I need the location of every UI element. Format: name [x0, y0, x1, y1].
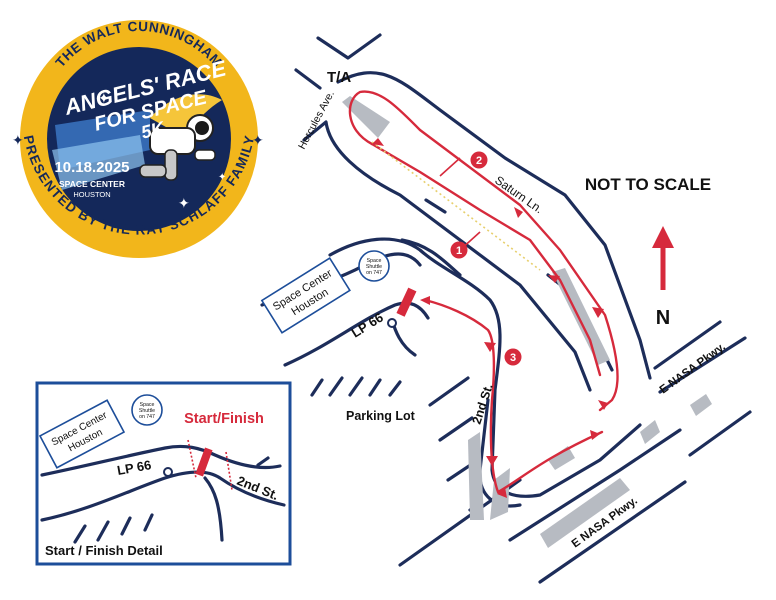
arrow-icon	[514, 207, 523, 218]
mile-markers: 1 2 3	[450, 151, 522, 366]
north-label: N	[656, 307, 670, 329]
logo-date: 10.18.2025	[54, 159, 129, 176]
turnaround-label: T/A	[327, 69, 351, 86]
wing-shape	[150, 94, 222, 135]
star-icon: ✦	[178, 195, 190, 211]
diamond-icon: ✦	[12, 132, 24, 148]
parking-lot-label: Parking Lot	[346, 409, 416, 423]
svg-text:on 747: on 747	[366, 270, 382, 276]
mile-marker-2	[470, 151, 488, 169]
space-center-box: Space Center Houston	[260, 257, 351, 334]
mile-marker-1	[450, 241, 468, 259]
arrow-icon	[420, 296, 430, 305]
arrow-icon	[590, 430, 600, 440]
diamond-icon: ✦	[252, 132, 264, 148]
event-logo: ✦ ✦ ✦ ✦ ✦ THE WALT CUNNINGHAM PRESENTED …	[12, 19, 264, 258]
arrow-icon	[484, 342, 496, 352]
arrow-icon	[548, 275, 560, 283]
inset-start-finish-label: Start/Finish	[184, 411, 264, 427]
street-hercules: Hercules Ave.	[296, 89, 337, 152]
logo-venue-1: SPACE CENTER	[59, 179, 125, 189]
svg-text:Shuttle: Shuttle	[139, 408, 155, 414]
svg-text:Space: Space	[367, 258, 382, 264]
roundabout-icon	[163, 467, 173, 477]
street-lp66: LP 66	[349, 310, 386, 341]
star-icon: ✦	[218, 172, 226, 183]
north-arrow-icon	[652, 226, 674, 290]
logo-venue-2: HOUSTON	[73, 190, 110, 199]
svg-text:3: 3	[510, 352, 516, 364]
arrow-icon	[486, 456, 498, 466]
astronaut-icon	[139, 114, 216, 181]
svg-text:Space: Space	[140, 402, 155, 408]
race-route	[348, 90, 619, 498]
inset-start-finish-bar	[195, 447, 213, 477]
svg-text:2: 2	[476, 155, 482, 167]
inset-title: Start / Finish Detail	[45, 543, 163, 558]
svg-text:on 747: on 747	[139, 414, 155, 420]
shuttle-badge: Space Shuttle on 747	[358, 250, 390, 282]
star-icon: ✦	[98, 90, 110, 106]
start-finish-inset: Space Center Houston Space Shuttle on 74…	[35, 381, 292, 566]
svg-text:Shuttle: Shuttle	[366, 264, 382, 270]
inset-shuttle-badge: Space Shuttle on 747	[131, 394, 163, 426]
arrow-icon	[592, 307, 604, 318]
inset-lp66: LP 66	[116, 457, 153, 478]
mile-marker-3	[504, 348, 522, 366]
street-nasa-1: E NASA Pkwy.	[658, 341, 728, 397]
roundabout-icon	[387, 318, 397, 328]
arrow-icon	[372, 138, 384, 146]
svg-text:1: 1	[456, 245, 462, 257]
start-finish-bar	[396, 287, 417, 317]
arrow-icon	[497, 487, 507, 498]
arrow-icon	[598, 400, 608, 410]
scale-note: NOT TO SCALE	[585, 175, 711, 194]
